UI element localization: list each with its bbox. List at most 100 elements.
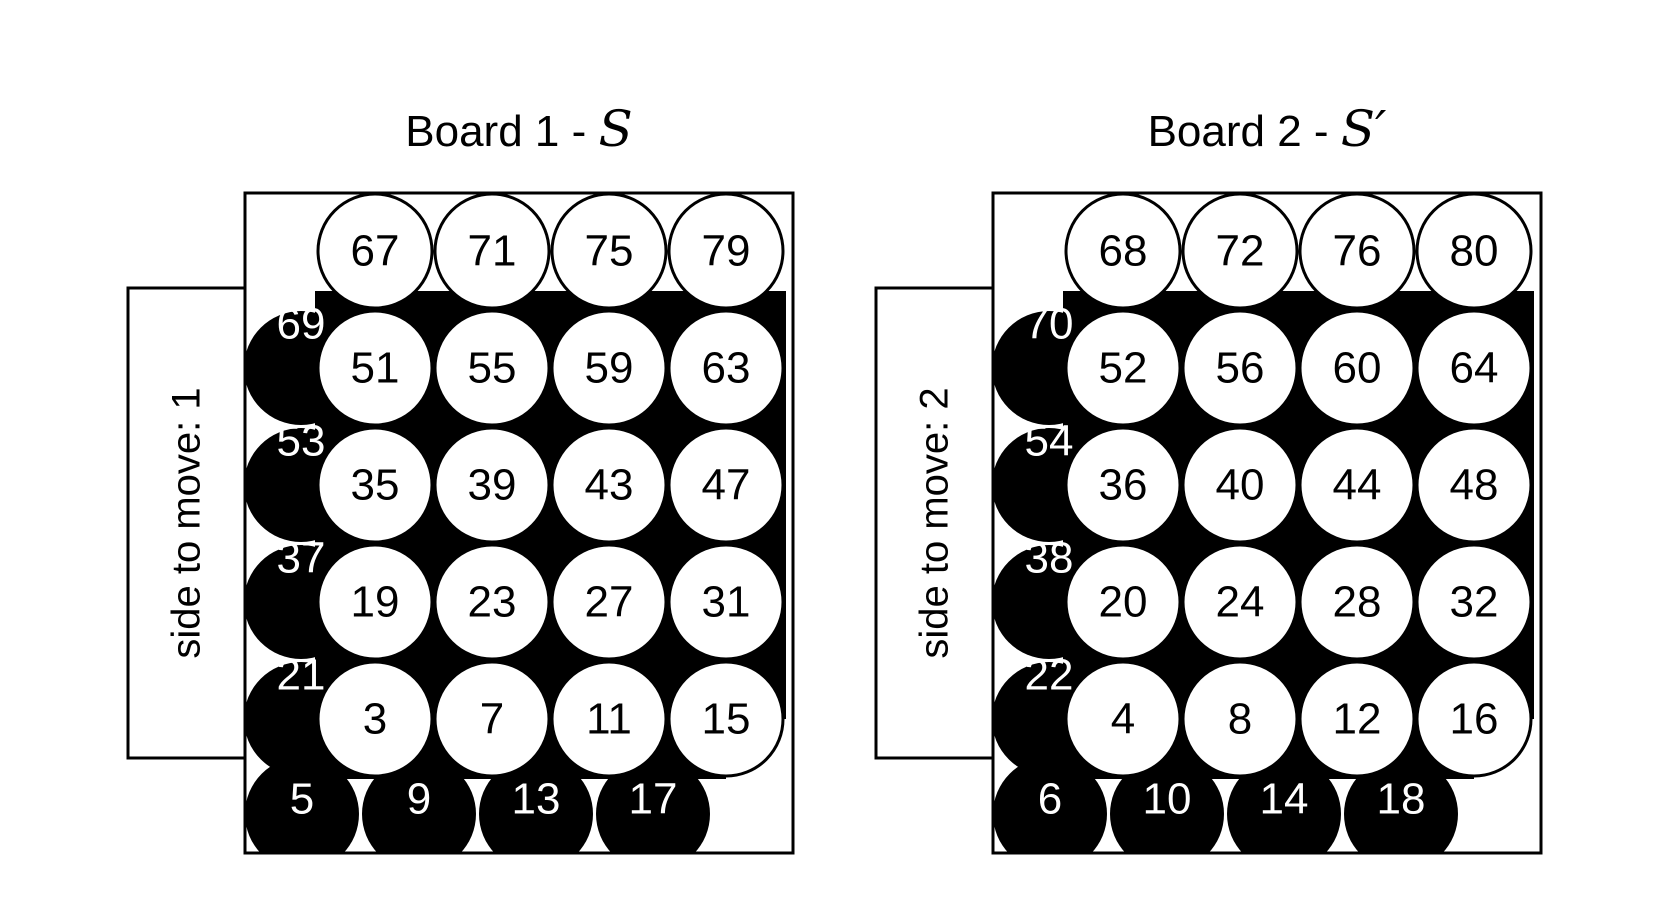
board-frame bbox=[243, 191, 795, 855]
white-piece-label: 59 bbox=[585, 344, 634, 393]
black-piece bbox=[596, 757, 710, 853]
white-piece-label: 68 bbox=[1099, 227, 1148, 276]
white-piece bbox=[1181, 426, 1299, 544]
board-title: Board 1 - S bbox=[405, 100, 632, 158]
board-title: Board 2 - S′ bbox=[1148, 100, 1387, 158]
white-piece-label: 63 bbox=[702, 344, 751, 393]
white-piece bbox=[1415, 309, 1533, 427]
white-piece-label: 44 bbox=[1333, 461, 1382, 510]
white-piece-label: 67 bbox=[351, 227, 400, 276]
white-piece bbox=[667, 543, 785, 661]
black-piece bbox=[479, 757, 593, 853]
white-piece-label: 11 bbox=[586, 695, 632, 744]
white-piece bbox=[1064, 309, 1182, 427]
white-piece bbox=[1298, 543, 1416, 661]
black-piece-label: 21 bbox=[277, 651, 326, 700]
white-piece-label: 64 bbox=[1450, 344, 1499, 393]
black-piece-label: 54 bbox=[1025, 417, 1074, 466]
white-piece bbox=[316, 543, 434, 661]
side-to-move-frame bbox=[126, 286, 249, 760]
white-piece-label: 24 bbox=[1216, 578, 1265, 627]
board-title-symbol: S bbox=[598, 100, 632, 158]
black-piece bbox=[993, 757, 1107, 853]
white-piece-label: 47 bbox=[702, 461, 751, 510]
black-piece bbox=[245, 757, 359, 853]
white-piece-label: 8 bbox=[1228, 695, 1252, 744]
white-piece-label: 60 bbox=[1333, 344, 1382, 393]
white-piece bbox=[1064, 426, 1182, 544]
white-piece bbox=[667, 660, 785, 778]
black-piece-label: 53 bbox=[277, 417, 326, 466]
white-piece-label: 31 bbox=[702, 578, 751, 627]
white-piece-label: 16 bbox=[1450, 695, 1499, 744]
side-to-move-label: side to move: 1 bbox=[165, 387, 209, 658]
black-piece bbox=[362, 757, 476, 853]
black-piece-label: 17 bbox=[629, 775, 678, 824]
white-piece-label: 27 bbox=[585, 578, 634, 627]
white-piece bbox=[1181, 543, 1299, 661]
board-title-symbol: S′ bbox=[1341, 100, 1387, 158]
side-to-move-box: side to move: 2 bbox=[874, 286, 997, 760]
white-piece bbox=[550, 660, 668, 778]
black-piece-label: 14 bbox=[1260, 775, 1309, 824]
black-piece-label: 18 bbox=[1377, 775, 1426, 824]
white-piece bbox=[667, 426, 785, 544]
white-piece-label: 4 bbox=[1111, 695, 1135, 744]
white-piece-label: 43 bbox=[585, 461, 634, 510]
white-piece-label: 19 bbox=[351, 578, 400, 627]
white-piece-label: 7 bbox=[480, 695, 504, 744]
white-piece bbox=[550, 543, 668, 661]
white-piece-label: 76 bbox=[1333, 227, 1382, 276]
white-piece bbox=[433, 309, 551, 427]
white-piece-label: 56 bbox=[1216, 344, 1265, 393]
white-piece-label: 51 bbox=[351, 344, 400, 393]
white-piece-label: 20 bbox=[1099, 578, 1148, 627]
board-frame bbox=[991, 191, 1543, 855]
white-piece bbox=[316, 426, 434, 544]
white-piece-label: 12 bbox=[1333, 695, 1382, 744]
white-piece-label: 75 bbox=[585, 227, 634, 276]
white-piece-label: 52 bbox=[1099, 344, 1148, 393]
white-piece-label: 39 bbox=[468, 461, 517, 510]
white-piece bbox=[433, 543, 551, 661]
white-piece-label: 80 bbox=[1450, 227, 1499, 276]
black-piece-label: 70 bbox=[1025, 300, 1074, 349]
white-piece-label: 71 bbox=[468, 227, 517, 276]
white-piece-label: 32 bbox=[1450, 578, 1499, 627]
white-piece bbox=[316, 660, 434, 778]
white-piece-label: 48 bbox=[1450, 461, 1499, 510]
black-piece bbox=[1227, 757, 1341, 853]
white-piece-label: 15 bbox=[702, 695, 751, 744]
white-piece-label: 79 bbox=[702, 227, 751, 276]
black-piece-label: 38 bbox=[1025, 534, 1074, 583]
white-piece bbox=[1298, 309, 1416, 427]
white-piece-label: 55 bbox=[468, 344, 517, 393]
board-title-prefix: Board 1 - bbox=[405, 107, 598, 156]
white-piece-label: 36 bbox=[1099, 461, 1148, 510]
white-piece bbox=[1181, 660, 1299, 778]
white-piece bbox=[1181, 309, 1299, 427]
white-piece-label: 72 bbox=[1216, 227, 1265, 276]
white-piece bbox=[1298, 660, 1416, 778]
side-to-move-label: side to move: 2 bbox=[913, 387, 957, 658]
black-piece-label: 6 bbox=[1038, 775, 1062, 824]
white-piece-label: 40 bbox=[1216, 461, 1265, 510]
side-to-move-box: side to move: 1 bbox=[126, 286, 249, 760]
black-piece-label: 37 bbox=[277, 534, 326, 583]
white-piece bbox=[433, 426, 551, 544]
white-piece bbox=[433, 660, 551, 778]
black-piece-label: 22 bbox=[1025, 651, 1074, 700]
black-piece-label: 9 bbox=[407, 775, 431, 824]
white-piece bbox=[1298, 426, 1416, 544]
black-piece bbox=[1110, 757, 1224, 853]
black-piece-label: 5 bbox=[290, 775, 314, 824]
black-piece-label: 13 bbox=[512, 775, 561, 824]
white-piece bbox=[316, 309, 434, 427]
white-piece bbox=[550, 309, 668, 427]
white-piece bbox=[1415, 660, 1533, 778]
white-piece-label: 35 bbox=[351, 461, 400, 510]
